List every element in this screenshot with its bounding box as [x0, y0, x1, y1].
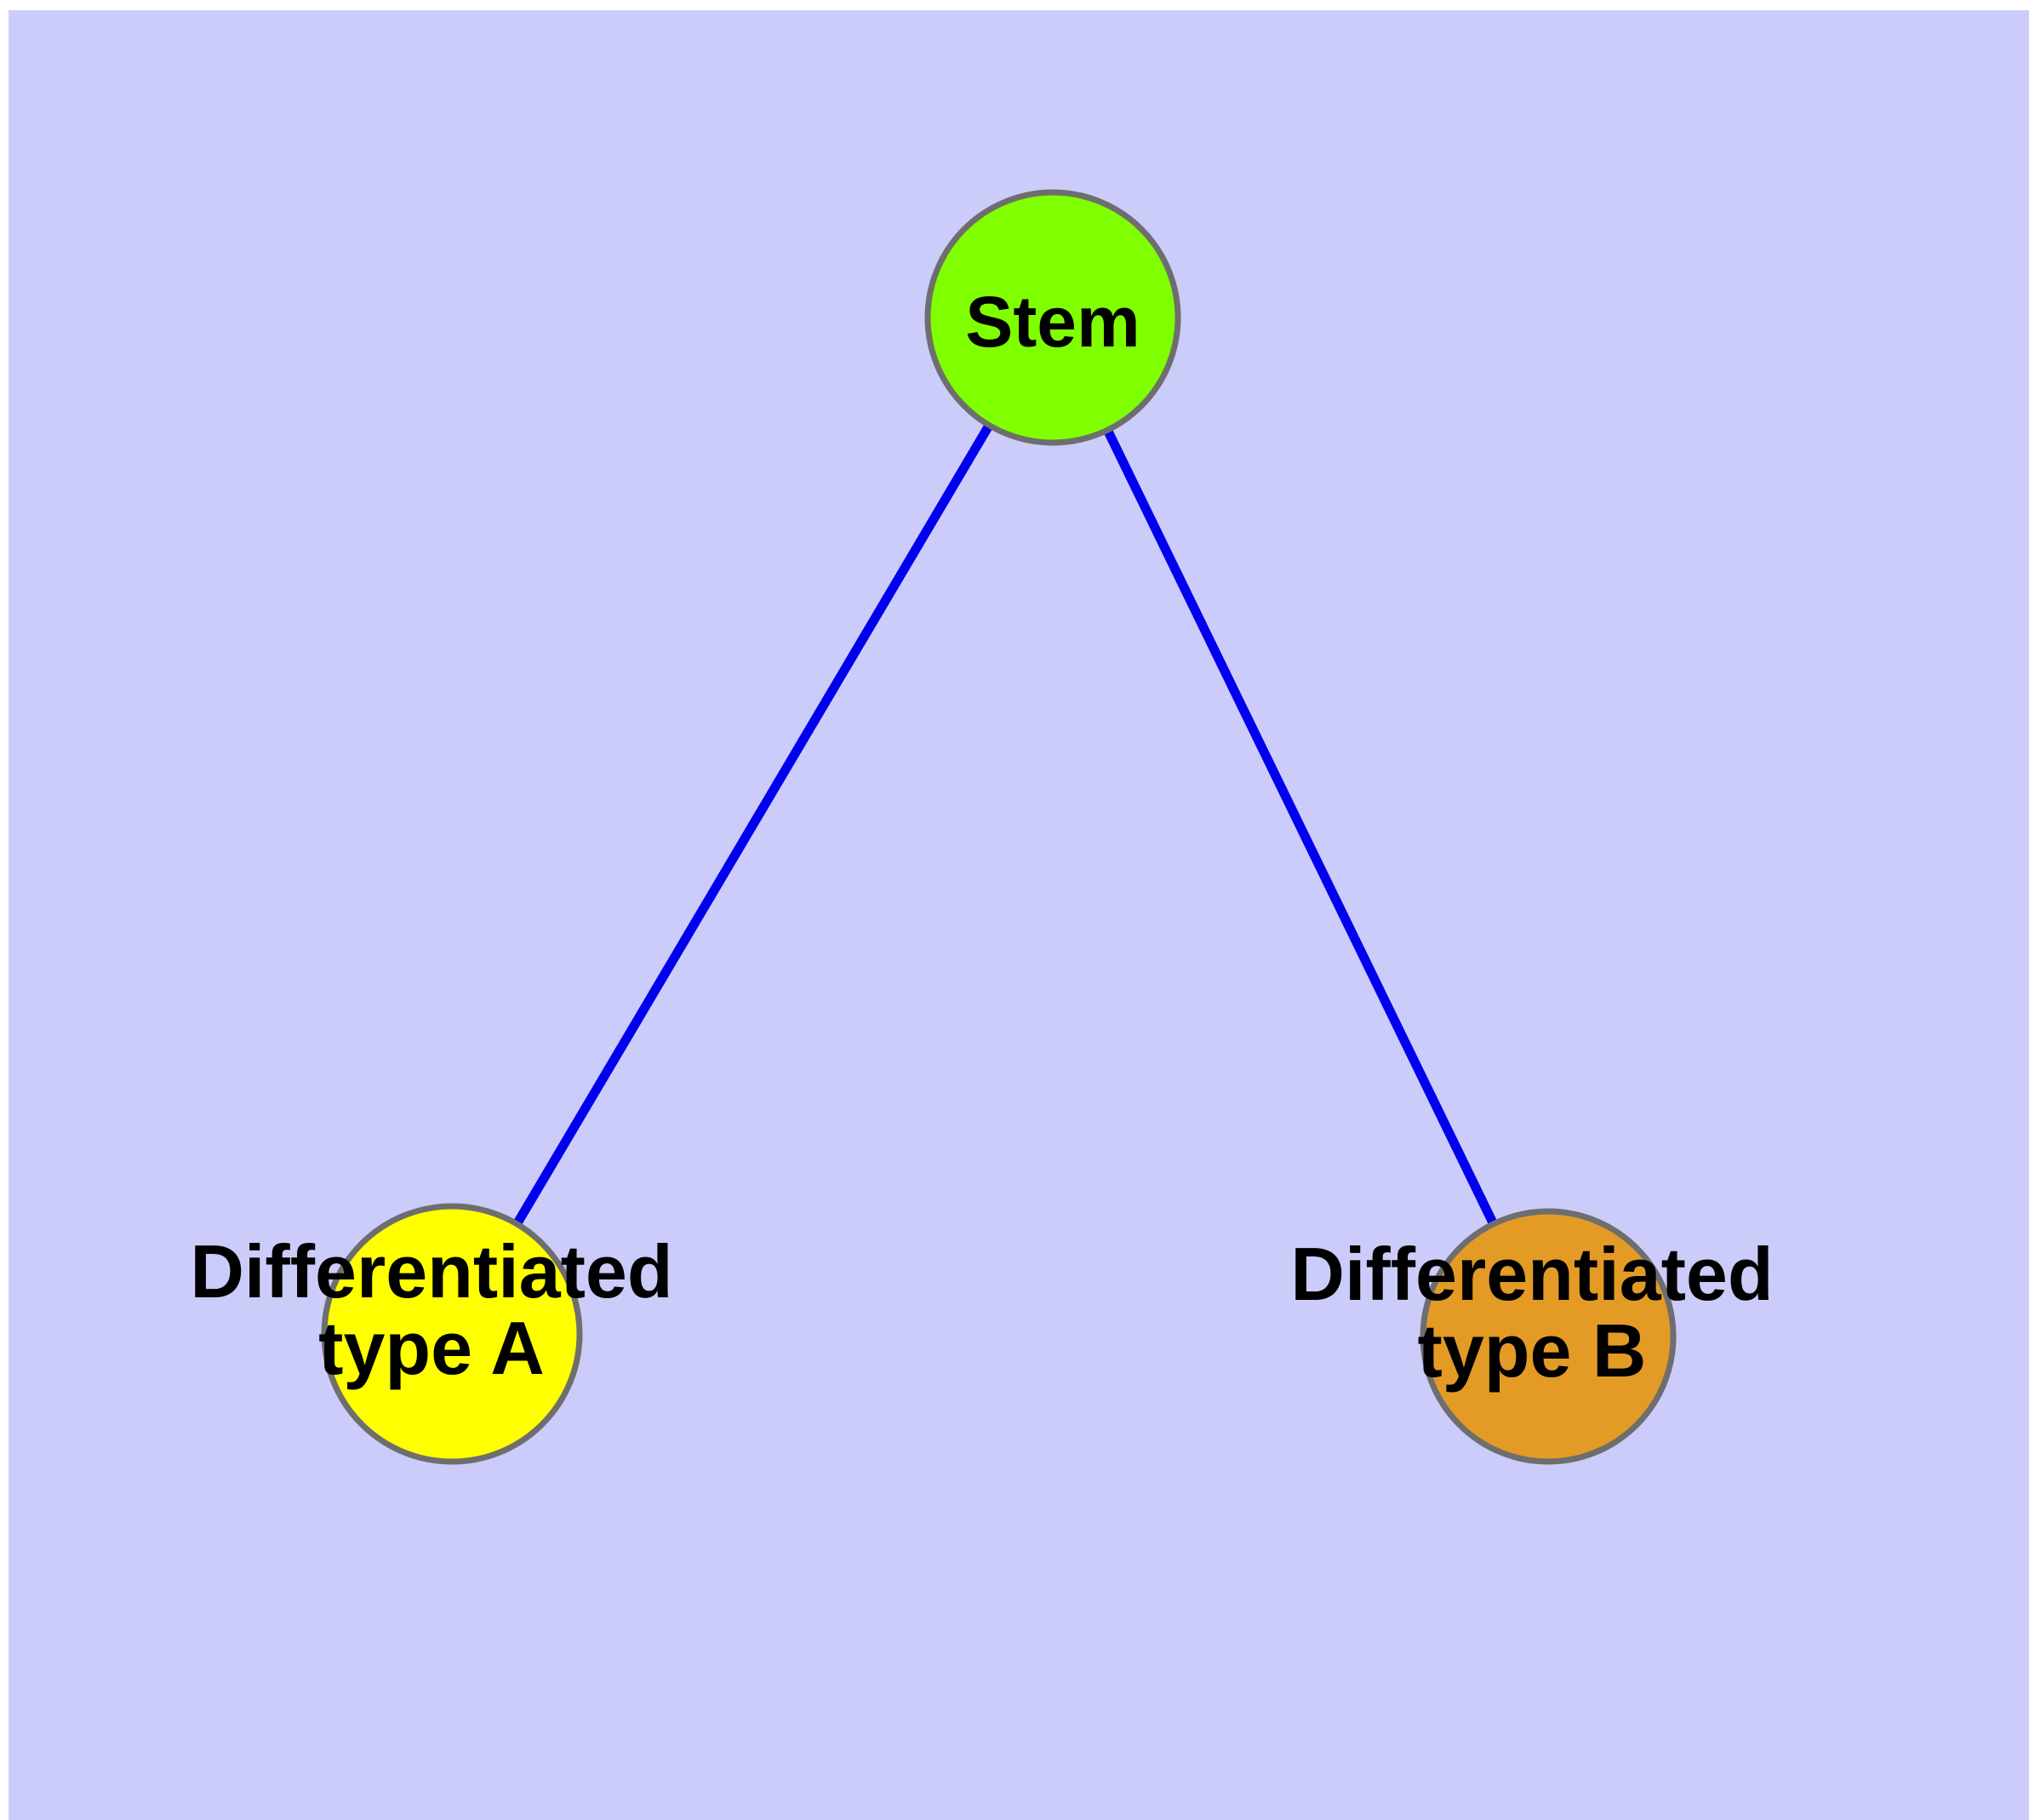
node-differentiated-type-a[interactable]	[321, 1203, 583, 1465]
graph-plot-area: Stem Differentiated type A Differentiate…	[9, 10, 2029, 1820]
node-layer	[321, 189, 1677, 1465]
graph-canvas	[321, 189, 1677, 1465]
node-differentiated-type-b[interactable]	[1420, 1208, 1677, 1465]
edge-layer	[512, 421, 1499, 1228]
node-stem[interactable]	[924, 189, 1181, 446]
edge-stem-to-differentiated-a	[512, 421, 994, 1228]
edge-stem-to-differentiated-b	[1102, 426, 1499, 1228]
